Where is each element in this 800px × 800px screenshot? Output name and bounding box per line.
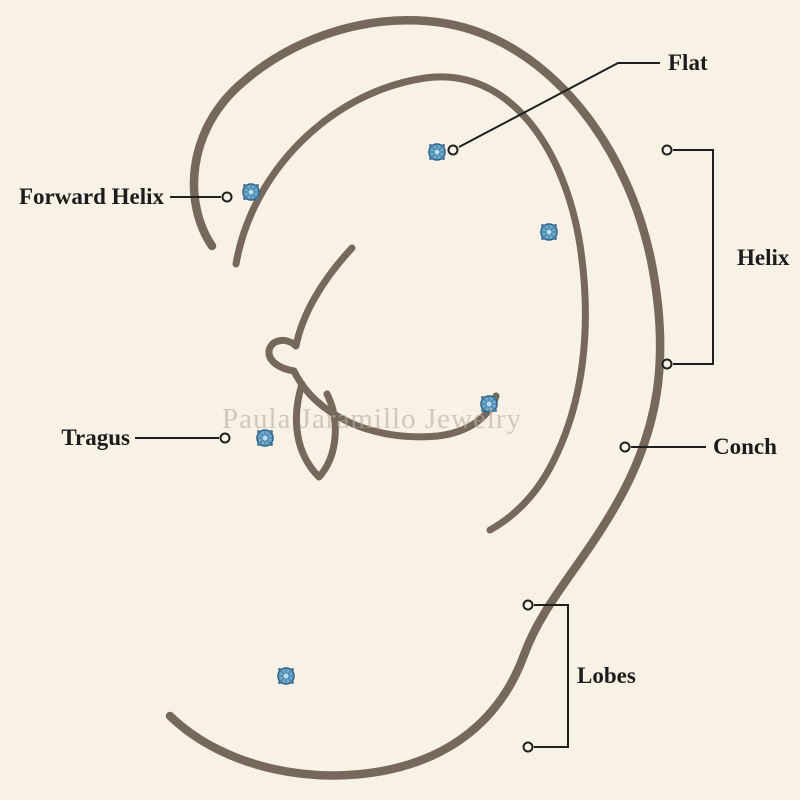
helix-top-endpoint-circle [661, 144, 673, 156]
lobes-bracket [534, 604, 569, 748]
helix-label: Helix [737, 245, 790, 270]
lobes-top-endpoint-circle [522, 599, 534, 611]
watermark-text: Paula Jaramillo Jewelry [222, 403, 523, 435]
flat-label: Flat [668, 50, 708, 75]
flat-leader-line [458, 62, 660, 148]
gem-stud-forward-helix [242, 183, 260, 201]
conch-endpoint-circle [619, 441, 631, 453]
ear-outer-outline [165, 15, 665, 780]
tragus-label: Tragus [61, 425, 130, 450]
flat-endpoint-circle [447, 144, 459, 156]
forward-helix-endpoint-circle [221, 191, 233, 203]
ear-inner-helix-rim [232, 73, 589, 534]
ear-drawing [165, 15, 665, 780]
helix-bottom-endpoint-circle [661, 358, 673, 370]
lobes-label: Lobes [577, 663, 636, 688]
ear-antihelix-concha-line [265, 244, 500, 441]
gem-stud-flat [428, 143, 446, 161]
gem-stud-helix [540, 223, 558, 241]
conch-label: Conch [713, 434, 777, 459]
tragus-endpoint-circle [219, 432, 231, 444]
gem-stud-lobe [277, 667, 295, 685]
ear-tragus-fold [292, 380, 339, 481]
leader-lines [135, 62, 714, 753]
lobes-bottom-endpoint-circle [522, 741, 534, 753]
helix-bracket [673, 149, 714, 365]
forward-helix-label: Forward Helix [19, 184, 164, 209]
